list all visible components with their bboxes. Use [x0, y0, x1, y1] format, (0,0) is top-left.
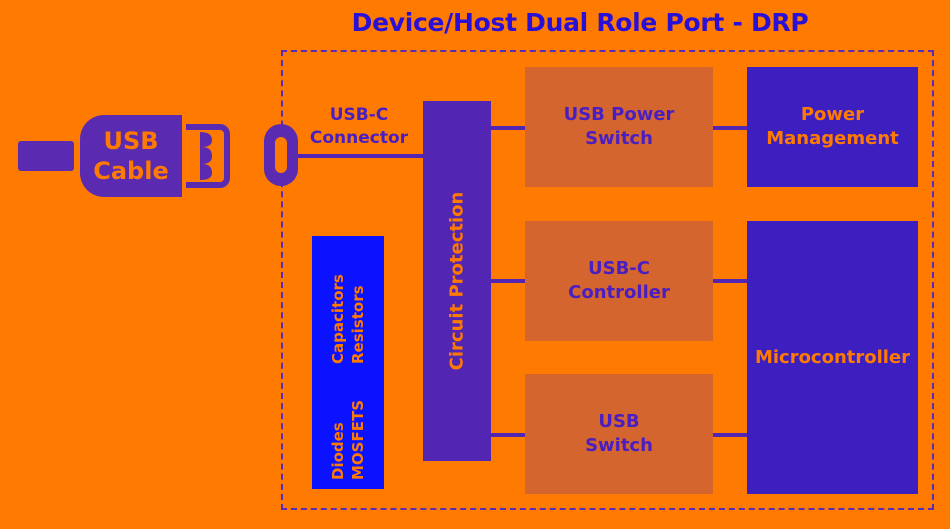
- microcontroller-block: Microcontroller: [747, 221, 918, 494]
- power-management-line2: Management: [766, 128, 899, 149]
- microcontroller-label: Microcontroller: [754, 346, 911, 368]
- usb-power-switch-block: USB Power Switch: [525, 67, 713, 187]
- component-capacitors: Capacitors: [329, 274, 347, 364]
- usb-power-switch-line1: USB Power: [563, 104, 675, 125]
- usb-switch-to-mcu-line: [712, 433, 748, 437]
- components-group2: Diodes MOSFETS: [328, 388, 368, 480]
- controller-to-mcu-line: [712, 279, 748, 283]
- usb-cable-end-icon: [186, 124, 230, 188]
- protection-to-controller-line: [490, 279, 526, 283]
- usb-switch-line2: Switch: [585, 435, 653, 456]
- protection-to-usb-switch-line: [490, 433, 526, 437]
- usb-cable-label-line1: USB: [103, 127, 159, 155]
- usb-c-controller-block: USB-C Controller: [525, 221, 713, 341]
- circuit-protection-block: Circuit Protection: [423, 101, 491, 461]
- drp-boundary: [281, 50, 934, 510]
- usb-cable-label-line2: Cable: [93, 157, 169, 185]
- usb-power-switch-line2: Switch: [585, 128, 653, 149]
- usb-c-controller-line2: Controller: [568, 282, 670, 303]
- usb-cable-plug-icon: [18, 141, 74, 171]
- diagram-title: Device/Host Dual Role Port - DRP: [351, 8, 809, 37]
- component-diodes: Diodes: [329, 422, 347, 480]
- connector-label-line1: USB-C: [329, 105, 389, 125]
- usb-cable: USB Cable: [80, 115, 182, 197]
- cable-ridges-icon: [200, 132, 212, 180]
- component-resistors: Resistors: [349, 285, 367, 364]
- power-management-block: Power Management: [747, 67, 918, 187]
- power-switch-to-power-mgmt-line: [712, 126, 748, 130]
- power-management-line1: Power: [800, 104, 865, 125]
- circuit-protection-label: Circuit Protection: [446, 191, 467, 371]
- components-group1: Capacitors Resistors: [328, 272, 368, 364]
- connector-label-line2: Connector: [309, 128, 409, 148]
- usb-switch-block: USB Switch: [525, 374, 713, 494]
- usb-switch-line1: USB: [598, 411, 640, 432]
- passive-components-block: Capacitors Resistors Diodes MOSFETS: [312, 236, 384, 489]
- protection-to-power-switch-line: [490, 126, 526, 130]
- component-mosfets: MOSFETS: [349, 399, 367, 480]
- usb-c-controller-line1: USB-C: [588, 258, 650, 279]
- usb-c-port-slot: [275, 137, 287, 173]
- connector-to-protection-line: [298, 154, 424, 158]
- connector-label: USB-C Connector: [300, 104, 418, 150]
